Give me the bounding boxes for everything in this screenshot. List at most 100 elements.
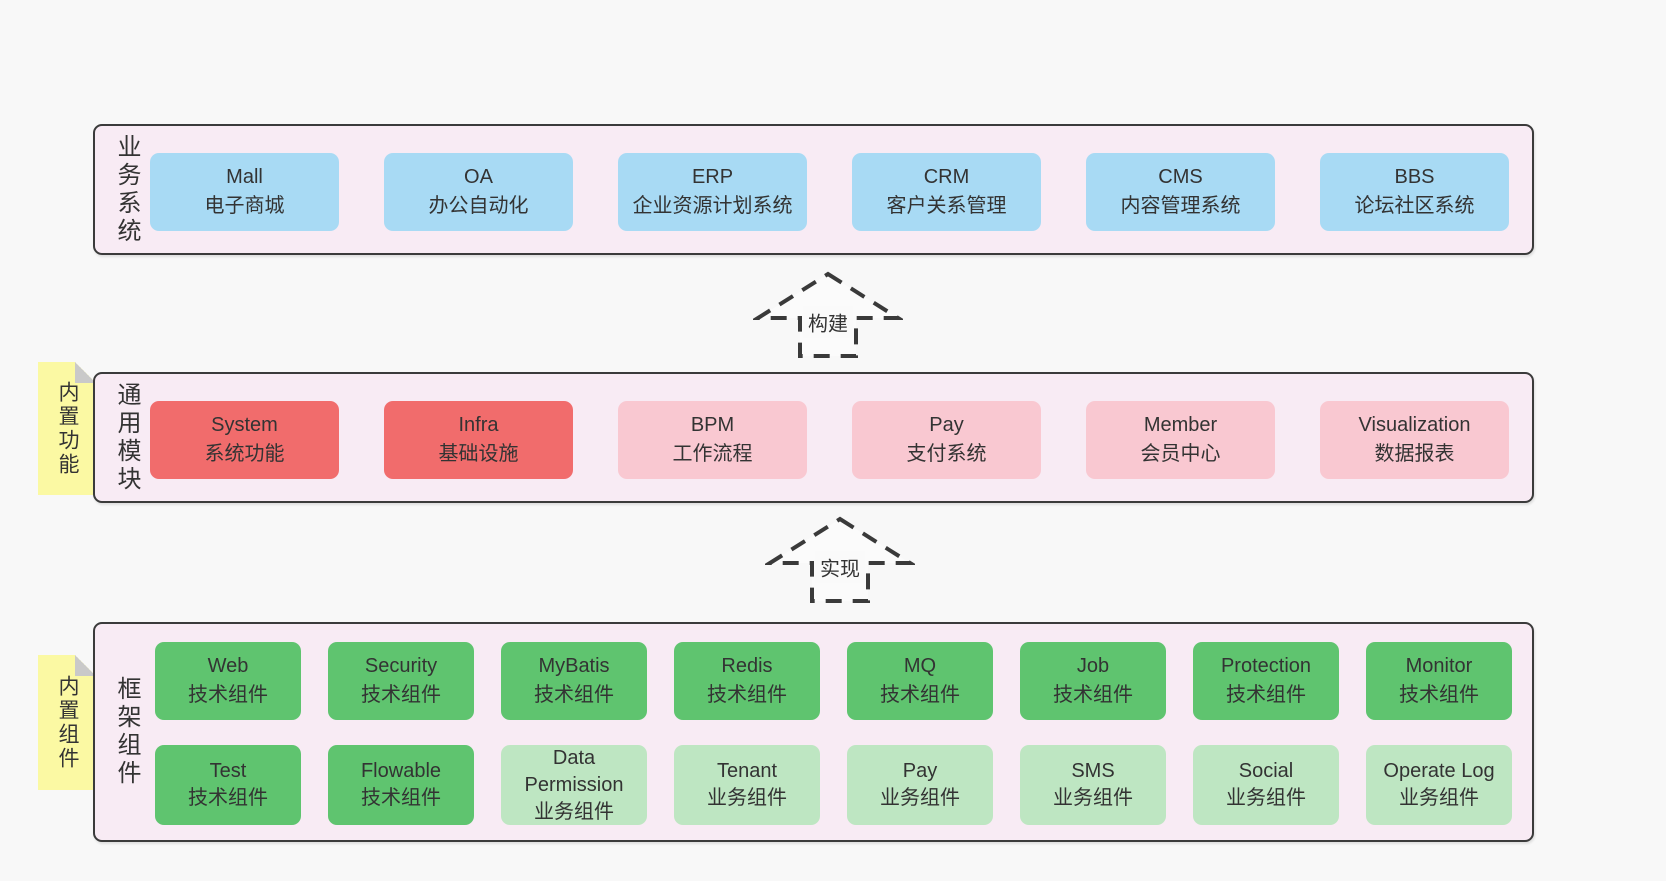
- box-desc: 业务组件: [707, 787, 787, 809]
- sticky-note-built-in-features: 内置功能: [38, 362, 96, 495]
- box-social: Social 业务组件: [1193, 745, 1339, 825]
- box-name: Security: [364, 655, 438, 677]
- box-tenant: Tenant 业务组件: [674, 745, 820, 825]
- box-infra: Infra 基础设施: [384, 401, 573, 479]
- box-mall: Mall 电子商城: [150, 153, 339, 231]
- box-desc: 业务组件: [1053, 787, 1133, 809]
- box-desc: 办公自动化: [428, 195, 529, 217]
- module-box-row: System 系统功能 Infra 基础设施 BPM 工作流程 Pay 支付系统…: [150, 401, 1509, 479]
- box-desc: 客户关系管理: [886, 195, 1007, 217]
- box-desc: 技术组件: [361, 684, 441, 706]
- layer-framework-components: 框架组件 Web 技术组件 Security 技术组件 MyBatis 技术组件…: [93, 622, 1534, 842]
- component-box-row-1: Web 技术组件 Security 技术组件 MyBatis 技术组件 Redi…: [155, 642, 1512, 720]
- box-desc: 工作流程: [672, 443, 753, 465]
- box-desc: 业务组件: [880, 787, 960, 809]
- box-name: Tenant: [716, 760, 778, 782]
- box-name: BBS: [1394, 166, 1435, 188]
- box-desc: 技术组件: [361, 787, 441, 809]
- box-monitor: Monitor 技术组件: [1366, 642, 1512, 720]
- box-name: CMS: [1158, 166, 1203, 188]
- box-name: BPM: [690, 414, 735, 436]
- box-name: ERP: [691, 166, 734, 188]
- arrow-label-implement: 实现: [815, 551, 865, 583]
- box-name: Operate Log: [1383, 760, 1495, 782]
- layer-side-label: 框架组件: [113, 676, 140, 788]
- box-name: Job: [1076, 655, 1110, 677]
- box-web: Web 技术组件: [155, 642, 301, 720]
- box-protection: Protection 技术组件: [1193, 642, 1339, 720]
- box-name: System: [211, 414, 278, 436]
- box-member: Member 会员中心: [1086, 401, 1275, 479]
- arrow-label-build: 构建: [803, 306, 853, 338]
- box-name: Protection: [1220, 655, 1312, 677]
- box-bpm: BPM 工作流程: [618, 401, 807, 479]
- box-desc: 技术组件: [1399, 684, 1479, 706]
- box-system: System 系统功能: [150, 401, 339, 479]
- box-desc: 技术组件: [1053, 684, 1133, 706]
- box-pay-module: Pay 支付系统: [852, 401, 1041, 479]
- box-desc: 技术组件: [880, 684, 960, 706]
- box-desc: 会员中心: [1140, 443, 1221, 465]
- box-name: Visualization: [1358, 414, 1471, 436]
- sticky-note-label: 内置组件: [56, 674, 79, 771]
- box-crm: CRM 客户关系管理: [852, 153, 1041, 231]
- box-data-permission: Data Permission 业务组件: [501, 745, 647, 825]
- box-name: Data Permission: [524, 746, 624, 796]
- layer-common-modules: 通用模块 System 系统功能 Infra 基础设施 BPM 工作流程 Pay…: [93, 372, 1534, 503]
- box-name: Test: [209, 760, 247, 782]
- box-flowable: Flowable 技术组件: [328, 745, 474, 825]
- component-box-row-2: Test 技术组件 Flowable 技术组件 Data Permission …: [155, 745, 1512, 825]
- box-desc: 技术组件: [534, 684, 614, 706]
- box-desc: 企业资源计划系统: [632, 195, 793, 217]
- box-name: OA: [464, 166, 493, 188]
- box-name: MyBatis: [538, 655, 610, 677]
- box-test: Test 技术组件: [155, 745, 301, 825]
- box-name: Flowable: [360, 760, 442, 782]
- box-desc: 业务组件: [1226, 787, 1306, 809]
- box-desc: 技术组件: [188, 787, 268, 809]
- business-box-row: Mall 电子商城 OA 办公自动化 ERP 企业资源计划系统 CRM 客户关系…: [150, 153, 1509, 231]
- box-name: Redis: [721, 655, 773, 677]
- box-desc: 业务组件: [534, 800, 614, 823]
- box-pay-component: Pay 业务组件: [847, 745, 993, 825]
- box-desc: 内容管理系统: [1120, 195, 1241, 217]
- box-desc: 数据报表: [1374, 443, 1455, 465]
- box-sms: SMS 业务组件: [1020, 745, 1166, 825]
- box-name: Member: [1143, 414, 1218, 436]
- box-name: Monitor: [1405, 655, 1473, 677]
- box-redis: Redis 技术组件: [674, 642, 820, 720]
- sticky-note-label: 内置功能: [56, 380, 79, 477]
- box-erp: ERP 企业资源计划系统: [618, 153, 807, 231]
- box-security: Security 技术组件: [328, 642, 474, 720]
- box-job: Job 技术组件: [1020, 642, 1166, 720]
- layer-business-systems: 业务系统 Mall 电子商城 OA 办公自动化 ERP 企业资源计划系统 CRM…: [93, 124, 1534, 255]
- sticky-note-built-in-components: 内置组件: [38, 655, 96, 790]
- box-bbs: BBS 论坛社区系统: [1320, 153, 1509, 231]
- box-name: SMS: [1071, 760, 1115, 782]
- box-desc: 电子商城: [204, 195, 285, 217]
- box-desc: 技术组件: [707, 684, 787, 706]
- layer-side-label: 业务系统: [113, 133, 140, 246]
- box-name: Pay: [902, 760, 938, 782]
- box-operate-log: Operate Log 业务组件: [1366, 745, 1512, 825]
- box-mybatis: MyBatis 技术组件: [501, 642, 647, 720]
- box-name: MQ: [903, 655, 937, 677]
- box-name: Web: [207, 655, 249, 677]
- box-desc: 论坛社区系统: [1354, 195, 1475, 217]
- box-mq: MQ 技术组件: [847, 642, 993, 720]
- box-desc: 业务组件: [1399, 787, 1479, 809]
- box-name: CRM: [923, 166, 970, 188]
- box-name: Social: [1238, 760, 1294, 782]
- box-cms: CMS 内容管理系统: [1086, 153, 1275, 231]
- box-desc: 基础设施: [438, 443, 519, 465]
- box-desc: 技术组件: [188, 684, 268, 706]
- box-name: Infra: [458, 414, 499, 436]
- box-desc: 支付系统: [906, 443, 987, 465]
- box-desc: 系统功能: [204, 443, 285, 465]
- box-desc: 技术组件: [1226, 684, 1306, 706]
- box-name: Pay: [929, 414, 964, 436]
- layer-side-label: 通用模块: [113, 381, 140, 494]
- box-name: Mall: [226, 166, 263, 188]
- box-visualization: Visualization 数据报表: [1320, 401, 1509, 479]
